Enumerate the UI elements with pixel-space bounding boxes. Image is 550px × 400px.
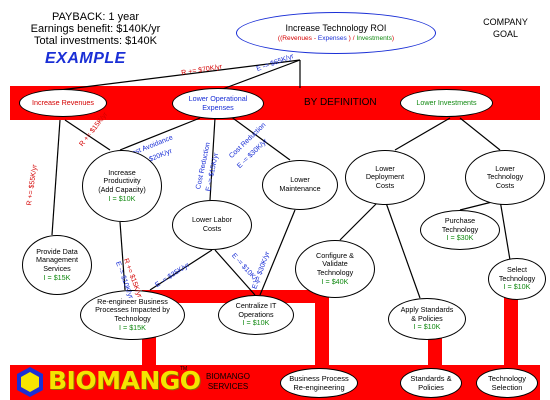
thin-connectors [51,59,511,299]
formula-expenses: Expenses [317,35,347,42]
formula-open: (( [277,35,283,42]
lower-technology-costs-label: Lower Technology Costs [486,163,524,190]
node-lower-maintenance: Lower Maintenance [262,160,338,210]
node-apply-standards: Apply Standards & Policies I = $10K [388,298,466,340]
total-investments-text: Total investments: $140K [34,35,157,47]
configure-validate-value: I = $40K [321,276,349,286]
formula-end: ) [391,35,395,42]
node-lower-operational-expenses: Lower Operational Expenses [172,88,264,119]
apply-standards-value: I = $10K [413,322,441,332]
goal-ellipse: Increase Technology ROI ((Revenues - Exp… [236,12,436,54]
centralize-it-label: Centralize IT Operations [235,301,277,319]
node-configure-validate: Configure & Validate Technology I = $40K [295,240,375,298]
node-increase-revenues: Increase Revenues [19,89,107,117]
service-standards-policies: Standards & Policies [400,368,462,398]
goal-formula: ((Revenues - Expenses ) / Investments) [278,34,394,43]
node-lower-investments: Lower Investments [400,89,493,117]
purchase-technology-value: I = $30K [446,233,474,243]
node-purchase-technology: Purchase Technology I = $30K [420,210,500,250]
services-line2: SERVICES [207,382,249,391]
node-lower-deployment-costs: Lower Deployment Costs [345,150,425,205]
node-provide-data-management: Provide Data Management Services I = $15… [22,235,92,295]
lower-deployment-costs-label: Lower Deployment Costs [365,163,405,190]
lower-investments-label: Lower Investments [416,97,477,107]
biomango-services-label: BIOMANGO SERVICES [206,372,250,392]
node-reengineer: Re-engineer Business Processes Impacted … [80,290,185,340]
formula-revenues: Revenues [282,35,312,42]
goal-title: Increase Technology ROI [285,23,387,33]
service-business-process-reengineering: Business Process Re-engineering [280,368,358,398]
company-goal-label: COMPANY GOAL [483,17,528,39]
connector-standards [428,335,442,367]
increase-revenues-label: Increase Revenues [32,97,94,107]
increase-productivity-label: Increase Productivity (Add Capacity) [98,167,146,194]
node-lower-labor-costs: Lower Labor Costs [172,200,252,250]
node-lower-technology-costs: Lower Technology Costs [465,150,545,205]
payback-summary: PAYBACK: 1 year Earnings benefit: $140K/… [18,11,173,47]
node-increase-productivity: Increase Productivity (Add Capacity) I =… [82,150,162,222]
lower-labor-costs-label: Lower Labor Costs [192,215,232,233]
connector-configure-bpr [315,290,329,365]
formula-investments: Investments [356,35,392,42]
by-definition-label: BY DEFINITION [304,97,377,108]
biomango-wordmark: BIOMANGO [48,366,201,395]
trademark-mark: TM [180,366,188,372]
connector-selection [504,295,518,367]
provide-data-management-value: I = $15K [43,272,71,282]
formula-minus: - [311,35,318,42]
node-centralize-it: Centralize IT Operations I = $10K [218,295,294,335]
increase-productivity-value: I = $10K [108,193,136,203]
service-technology-selection: Technology Selection [476,368,538,398]
lower-operational-expenses-label: Lower Operational Expenses [188,93,248,112]
provide-data-management-label: Provide Data Management Services [36,246,78,273]
reengineer-label: Re-engineer Business Processes Impacted … [95,296,170,323]
formula-close: ) / [346,35,357,42]
node-select-technology: Select Technology I = $10K [488,258,546,300]
services-line1: BIOMANGO [206,372,251,381]
centralize-it-value: I = $10K [242,318,270,328]
lower-maintenance-label: Lower Maintenance [279,175,321,193]
earnings-text: Earnings benefit: $140K/yr [30,23,161,35]
example-label: EXAMPLE [45,50,126,67]
select-technology-value: I = $10K [503,282,531,292]
payback-text: PAYBACK: 1 year [51,11,140,23]
biomango-logo-icon [17,367,43,397]
select-technology-label: Select Technology [498,265,536,283]
purchase-technology-label: Purchase Technology [441,216,479,234]
reengineer-value: I = $15K [119,322,146,332]
apply-standards-label: Apply Standards & Policies [400,305,454,323]
configure-validate-label: Configure & Validate Technology [316,250,354,277]
